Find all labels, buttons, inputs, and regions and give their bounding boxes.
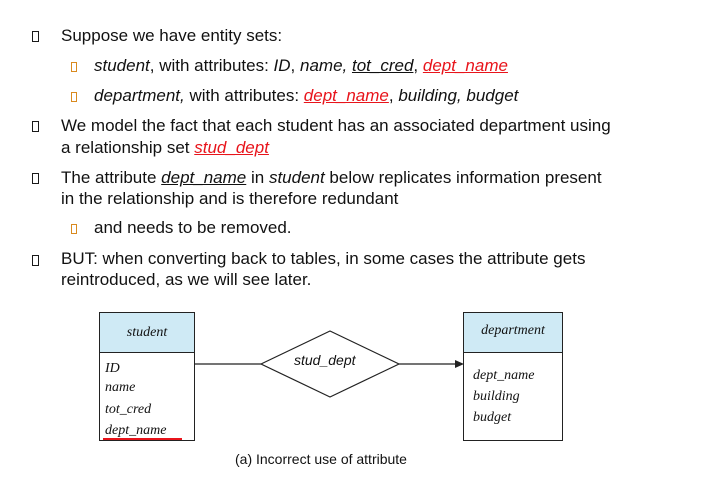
student-attr-tot-cred: tot_cred: [105, 402, 152, 417]
text: with attributes:: [184, 86, 304, 105]
bullet-marker: [32, 173, 39, 184]
entity-student: student: [94, 56, 150, 75]
text: ,: [290, 56, 300, 75]
bullet-marker: [32, 255, 39, 266]
bullet-marker: [32, 31, 39, 42]
department-entity: department dept_name building budget: [463, 312, 563, 441]
redundant-attribute-underline: [103, 438, 182, 440]
bullet-2-line1: We model the fact that each student has …: [61, 116, 611, 135]
student-attr-name: name: [105, 380, 136, 395]
bullet-3a-text: and needs to be removed.: [94, 218, 292, 237]
student-entity: student ID name tot_cred dept_name: [99, 312, 195, 441]
attr: tot_cred: [351, 56, 414, 75]
bullet-marker: [32, 121, 39, 132]
bullet-2-line2: a relationship set stud_dept: [61, 138, 269, 158]
bullet-1-text: Suppose we have entity sets:: [61, 26, 283, 45]
student-attr-dept-name: dept_name: [105, 423, 167, 438]
dept-name-highlight: dept_name: [422, 56, 508, 75]
text: , with attributes:: [149, 56, 274, 75]
department-attr-budget: budget: [473, 410, 512, 425]
department-attr-dept-name: dept_name: [473, 368, 535, 383]
attr: ID: [273, 56, 291, 75]
text: a relationship set: [61, 138, 195, 157]
bullet-3-line1: The attribute dept_name in student below…: [61, 168, 602, 188]
figure-caption: (a) Incorrect use of attribute: [235, 451, 407, 467]
sub-bullet-marker: [71, 92, 77, 102]
bullet-4-line1: BUT: when converting back to tables, in …: [61, 249, 586, 268]
entity-department: department,: [94, 86, 185, 105]
attr: name,: [300, 56, 352, 75]
text: below replicates information present: [324, 168, 602, 187]
bullet-1b-text: department, with attributes: dept_name, …: [94, 86, 518, 106]
dept-name-highlight: dept_name: [303, 86, 389, 105]
bullet-4-line2: reintroduced, as we will see later.: [61, 270, 312, 289]
attr: dept_name: [161, 168, 247, 187]
bullet-3-line2: in the relationship and is therefore red…: [61, 189, 399, 208]
entity: student: [268, 168, 325, 187]
student-entity-title: student: [100, 313, 194, 353]
department-attr-building: building: [473, 389, 520, 404]
attr: building, budget: [398, 86, 519, 105]
student-attr-id: ID: [105, 361, 120, 376]
sub-bullet-marker: [71, 224, 77, 234]
relationship-label: stud_dept: [294, 352, 356, 368]
stud-dept-highlight: stud_dept: [194, 138, 269, 157]
bullet-1a-text: student, with attributes: ID, name, tot_…: [94, 56, 508, 76]
text: ,: [413, 56, 423, 75]
text: The attribute: [61, 168, 162, 187]
sub-bullet-marker: [71, 62, 77, 72]
text: in: [246, 168, 269, 187]
department-entity-title: department: [464, 313, 562, 353]
text: ,: [388, 86, 399, 105]
